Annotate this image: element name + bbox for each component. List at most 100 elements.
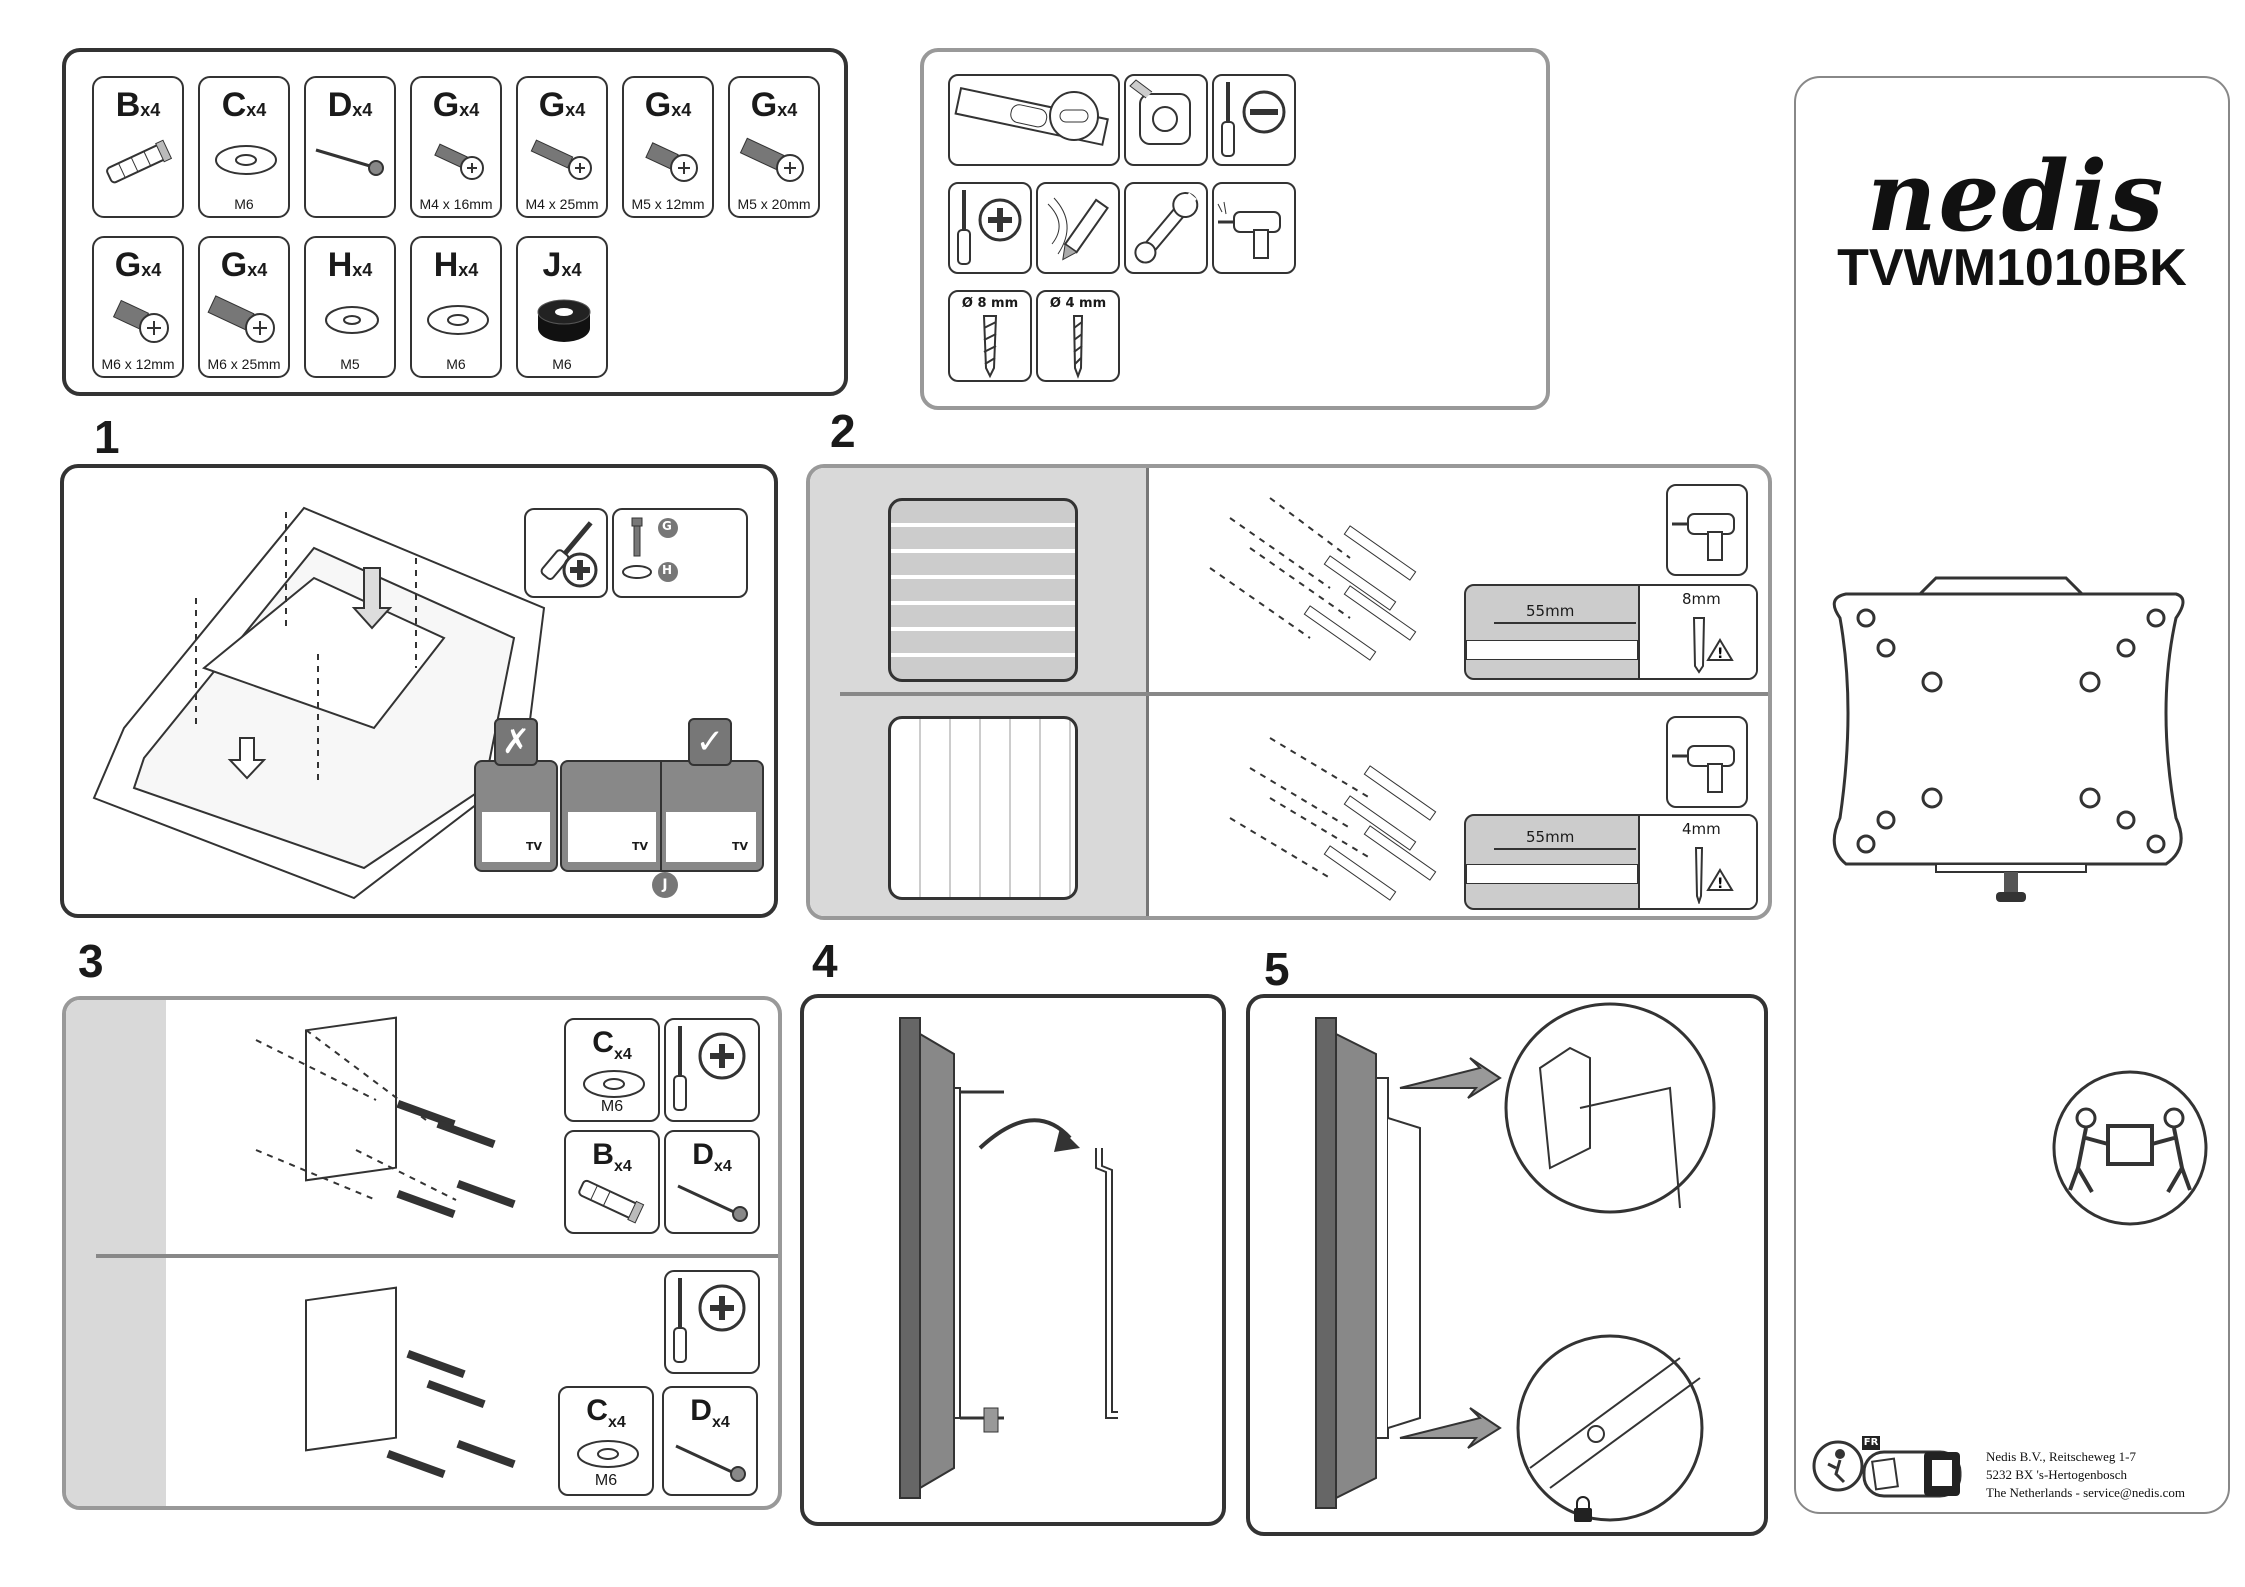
part-g-m6x25: Gx4 M6 x 25mm	[198, 236, 290, 378]
bolt-icon	[434, 143, 484, 180]
tape-measure-tool	[1124, 74, 1208, 166]
drill-bit-4mm-tool: Ø 4 mm	[1036, 290, 1120, 382]
svg-text:!: !	[1717, 876, 1723, 892]
fr-badge: FR	[1862, 1436, 1880, 1450]
step1-bolt-washer-box: G H	[612, 508, 748, 598]
wood-screw-icon	[677, 1184, 748, 1222]
drill-holes-illustration	[1209, 497, 1437, 901]
wrench-icon	[1134, 192, 1199, 264]
step-1-number: 1	[94, 411, 120, 463]
parts-panel: Bx4 Cx4 M6 Dx4 Gx4 M4 x 16mm Gx4 M4 x 25…	[62, 48, 848, 396]
pencil-icon	[1047, 197, 1109, 261]
step2-depth-bottom: 55mm 4mm !	[1464, 814, 1758, 910]
spirit-level-tool	[948, 74, 1120, 166]
drill-bit-8mm-tool: Ø 8 mm	[948, 290, 1032, 382]
step2-drill-box-bottom	[1666, 716, 1748, 808]
washer-icon	[215, 145, 277, 175]
tv-back-bracket-illustration	[92, 506, 546, 900]
step-2-panel: 55mm 8mm ! 55mm 4mm !	[806, 464, 1772, 920]
level-icon	[954, 86, 1109, 146]
drill-bit-warning-icon: !	[1694, 847, 1734, 904]
part-h-m6: Hx4 M6	[410, 236, 502, 378]
wood-wall-icon	[888, 716, 1078, 900]
step2-drill-box-top	[1666, 484, 1748, 576]
step1-wrong-box: ✗ TV	[474, 718, 558, 872]
part-b-anchor: Bx4	[92, 76, 184, 218]
washer-icon	[583, 1070, 645, 1098]
phillips-screwdriver-icon	[540, 521, 598, 588]
part-g-m5x20: Gx4 M5 x 20mm	[728, 76, 820, 218]
wood-screw-icon	[675, 1444, 746, 1482]
part-g-m5x12: Gx4 M5 x 12mm	[622, 76, 714, 218]
hang-tv-illustration	[899, 1017, 1118, 1499]
step3-bottom-c-box: Cx4 M6	[558, 1386, 654, 1496]
bolt-icon	[530, 139, 592, 180]
step3-top-d-box: Dx4	[664, 1130, 760, 1234]
brick-wall-icon	[888, 498, 1078, 682]
wall-plug-icon	[106, 139, 173, 184]
step-3-panel: Cx4 M6 Bx4 Dx4 Cx4 M6 Dx4	[62, 996, 782, 1510]
step2-depth-top: 55mm 8mm !	[1464, 584, 1758, 680]
bolt-icon	[112, 299, 169, 343]
phillips-screwdriver-icon	[673, 1026, 746, 1111]
step-2-number: 2	[830, 405, 856, 457]
part-g-m4x16: Gx4 M4 x 16mm	[410, 76, 502, 218]
step1-screwdriver-box	[524, 508, 608, 598]
wall-mount-product-icon	[1832, 576, 2185, 902]
recycle-person-icon	[1812, 1440, 1864, 1492]
phillips-screwdriver-tool	[948, 182, 1032, 274]
drill-icon	[1217, 201, 1281, 259]
part-h-m5: Hx4 M5	[304, 236, 396, 378]
wall-bracket-install-illustration	[255, 1016, 516, 1479]
phillips-screwdriver-icon	[957, 190, 1022, 265]
part-d-wood-screw: Dx4	[304, 76, 396, 218]
drill-bit-icon	[1072, 315, 1084, 379]
wrench-tool	[1124, 182, 1208, 274]
cross-icon: ✗	[494, 718, 538, 766]
part-j-spacer: Jx4 M6	[516, 236, 608, 378]
part-g-m6x12: Gx4 M6 x 12mm	[92, 236, 184, 378]
bolt-icon	[645, 142, 698, 182]
part-g-m4x25: Gx4 M4 x 25mm	[516, 76, 608, 218]
phillips-screwdriver-icon	[673, 1278, 746, 1363]
brand-panel: nedis TVWM1010BK FR	[1794, 76, 2230, 1514]
wood-screw-icon	[315, 148, 384, 176]
step-4-number: 4	[812, 935, 838, 987]
drill-bit-icon	[982, 315, 998, 379]
step3-bottom-screwdriver-box	[664, 1270, 760, 1374]
bolt-washer-icon	[622, 517, 678, 582]
bolt-icon	[207, 295, 275, 343]
check-icon: ✓	[688, 718, 732, 766]
svg-text:!: !	[1717, 646, 1723, 662]
step-5-panel	[1246, 994, 1768, 1536]
washer-icon	[325, 306, 379, 334]
model-number: TVWM1010BK	[1837, 239, 2187, 297]
drill-icon	[1672, 513, 1735, 561]
pencil-tool	[1036, 182, 1120, 274]
step-3-number: 3	[78, 935, 104, 987]
lock-tv-illustration	[1315, 1002, 1716, 1522]
drill-bit-warning-icon: !	[1692, 617, 1734, 674]
tape-measure-icon	[1129, 79, 1191, 145]
step3-top-b-box: Bx4	[564, 1130, 660, 1234]
drill-icon	[1672, 745, 1735, 793]
tools-panel: Ø 8 mm Ø 4 mm	[920, 48, 1550, 410]
bolt-icon	[739, 137, 804, 182]
step3-top-screwdriver-box	[664, 1018, 760, 1122]
brand-logo: nedis	[1866, 140, 2166, 253]
washer-icon	[427, 305, 489, 335]
recycle-bin-icon	[1862, 1450, 1962, 1498]
step-4-panel	[800, 994, 1226, 1526]
step-5-number: 5	[1264, 943, 1290, 995]
flat-screwdriver-tool	[1212, 74, 1296, 166]
step1-right-box: ✓ TV TV J	[560, 718, 764, 898]
washer-icon	[577, 1440, 639, 1468]
flat-screwdriver-icon	[1221, 82, 1286, 157]
wall-plug-icon	[578, 1179, 645, 1224]
two-person-lift-icon	[2052, 1070, 2208, 1226]
part-c-washer: Cx4 M6	[198, 76, 290, 218]
company-address: Nedis B.V., Reitscheweg 1-7 5232 BX 's-H…	[1986, 1449, 2185, 1500]
step3-bottom-d-box: Dx4	[662, 1386, 758, 1496]
step-1-panel: G H ✗ TV ✓ TV TV J	[60, 464, 778, 918]
step3-top-c-box: Cx4 M6	[564, 1018, 660, 1122]
